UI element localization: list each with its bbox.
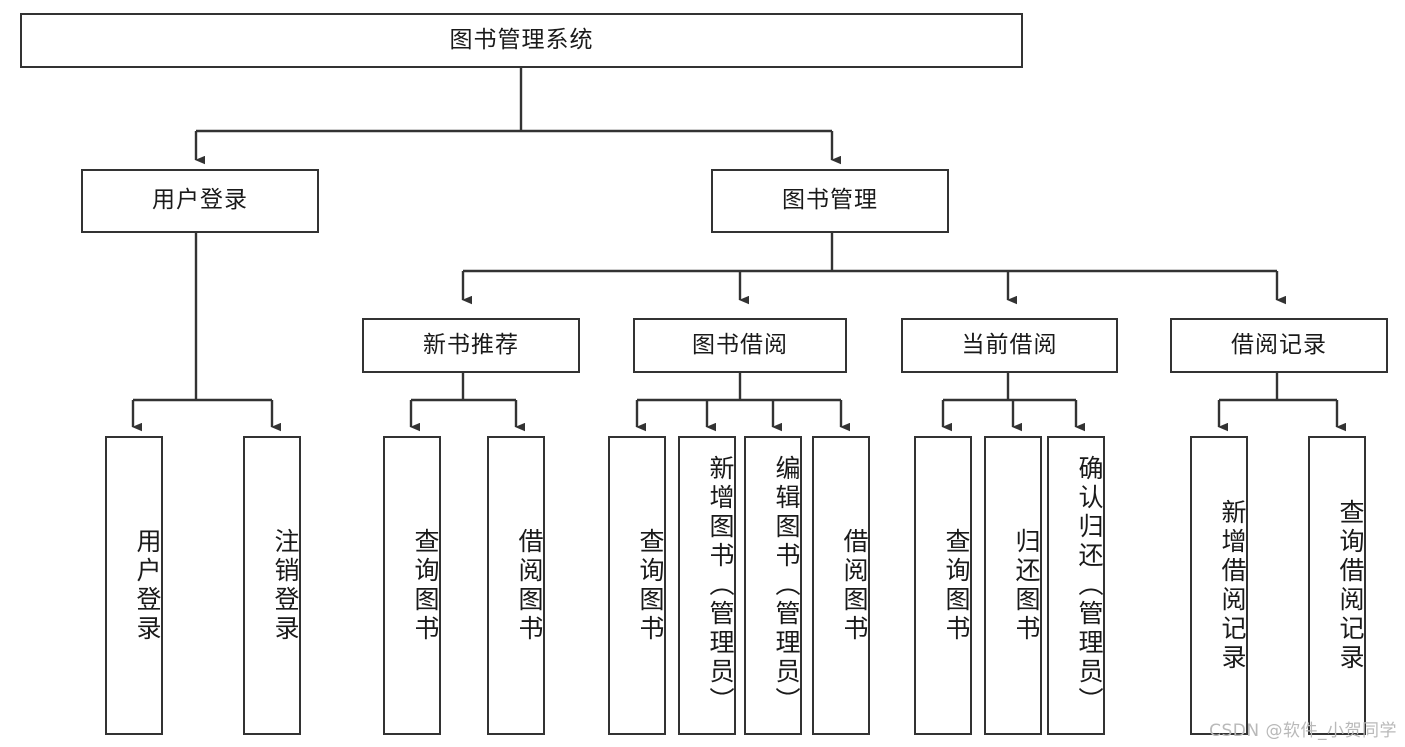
node-book-manage-label: 图书管理 (782, 187, 878, 214)
node-leaf-edit-book[interactable]: 编辑图书（管理员） (744, 436, 802, 735)
node-book-borrow[interactable]: 图书借阅 (633, 318, 847, 373)
node-new-book-recommend[interactable]: 新书推荐 (362, 318, 580, 373)
node-leaf-borrow-book-2-label: 借阅图书 (840, 527, 869, 644)
node-leaf-borrow-book-2[interactable]: 借阅图书 (812, 436, 870, 735)
watermark: CSDN @软件_小贺同学 (1209, 721, 1397, 741)
node-leaf-add-book[interactable]: 新增图书（管理员） (678, 436, 736, 735)
node-book-manage[interactable]: 图书管理 (711, 169, 949, 233)
node-root[interactable]: 图书管理系统 (20, 13, 1023, 68)
node-leaf-query-book-2[interactable]: 查询图书 (608, 436, 666, 735)
node-leaf-confirm-return[interactable]: 确认归还（管理员） (1047, 436, 1105, 735)
node-leaf-borrow-book-1[interactable]: 借阅图书 (487, 436, 545, 735)
node-leaf-query-record-label: 查询借阅记录 (1336, 498, 1365, 673)
node-leaf-query-record[interactable]: 查询借阅记录 (1308, 436, 1366, 735)
node-leaf-user-login[interactable]: 用户登录 (105, 436, 163, 735)
node-borrow-record[interactable]: 借阅记录 (1170, 318, 1388, 373)
node-leaf-query-book-3[interactable]: 查询图书 (914, 436, 972, 735)
node-book-borrow-label: 图书借阅 (692, 331, 788, 358)
node-user-login[interactable]: 用户登录 (81, 169, 319, 233)
node-leaf-confirm-return-label: 确认归还（管理员） (1075, 455, 1104, 716)
node-leaf-query-book-3-label: 查询图书 (942, 527, 971, 644)
node-current-borrow[interactable]: 当前借阅 (901, 318, 1118, 373)
node-borrow-record-label: 借阅记录 (1231, 331, 1327, 358)
node-leaf-user-login-label: 用户登录 (133, 527, 162, 644)
node-leaf-logout-login-label: 注销登录 (271, 527, 300, 644)
node-leaf-add-record[interactable]: 新增借阅记录 (1190, 436, 1248, 735)
node-leaf-logout-login[interactable]: 注销登录 (243, 436, 301, 735)
node-current-borrow-label: 当前借阅 (961, 331, 1058, 358)
node-leaf-edit-book-label: 编辑图书（管理员） (772, 455, 801, 716)
node-leaf-query-book-2-label: 查询图书 (636, 527, 665, 644)
node-leaf-add-book-label: 新增图书（管理员） (706, 455, 735, 716)
node-leaf-return-book[interactable]: 归还图书 (984, 436, 1042, 735)
node-leaf-query-book-1[interactable]: 查询图书 (383, 436, 441, 735)
node-root-label: 图书管理系统 (449, 26, 594, 53)
node-leaf-query-book-1-label: 查询图书 (411, 527, 440, 644)
node-leaf-borrow-book-1-label: 借阅图书 (515, 527, 544, 644)
node-leaf-add-record-label: 新增借阅记录 (1218, 498, 1247, 673)
node-new-book-recommend-label: 新书推荐 (423, 331, 519, 358)
node-leaf-return-book-label: 归还图书 (1012, 527, 1041, 644)
node-user-login-label: 用户登录 (152, 187, 248, 214)
